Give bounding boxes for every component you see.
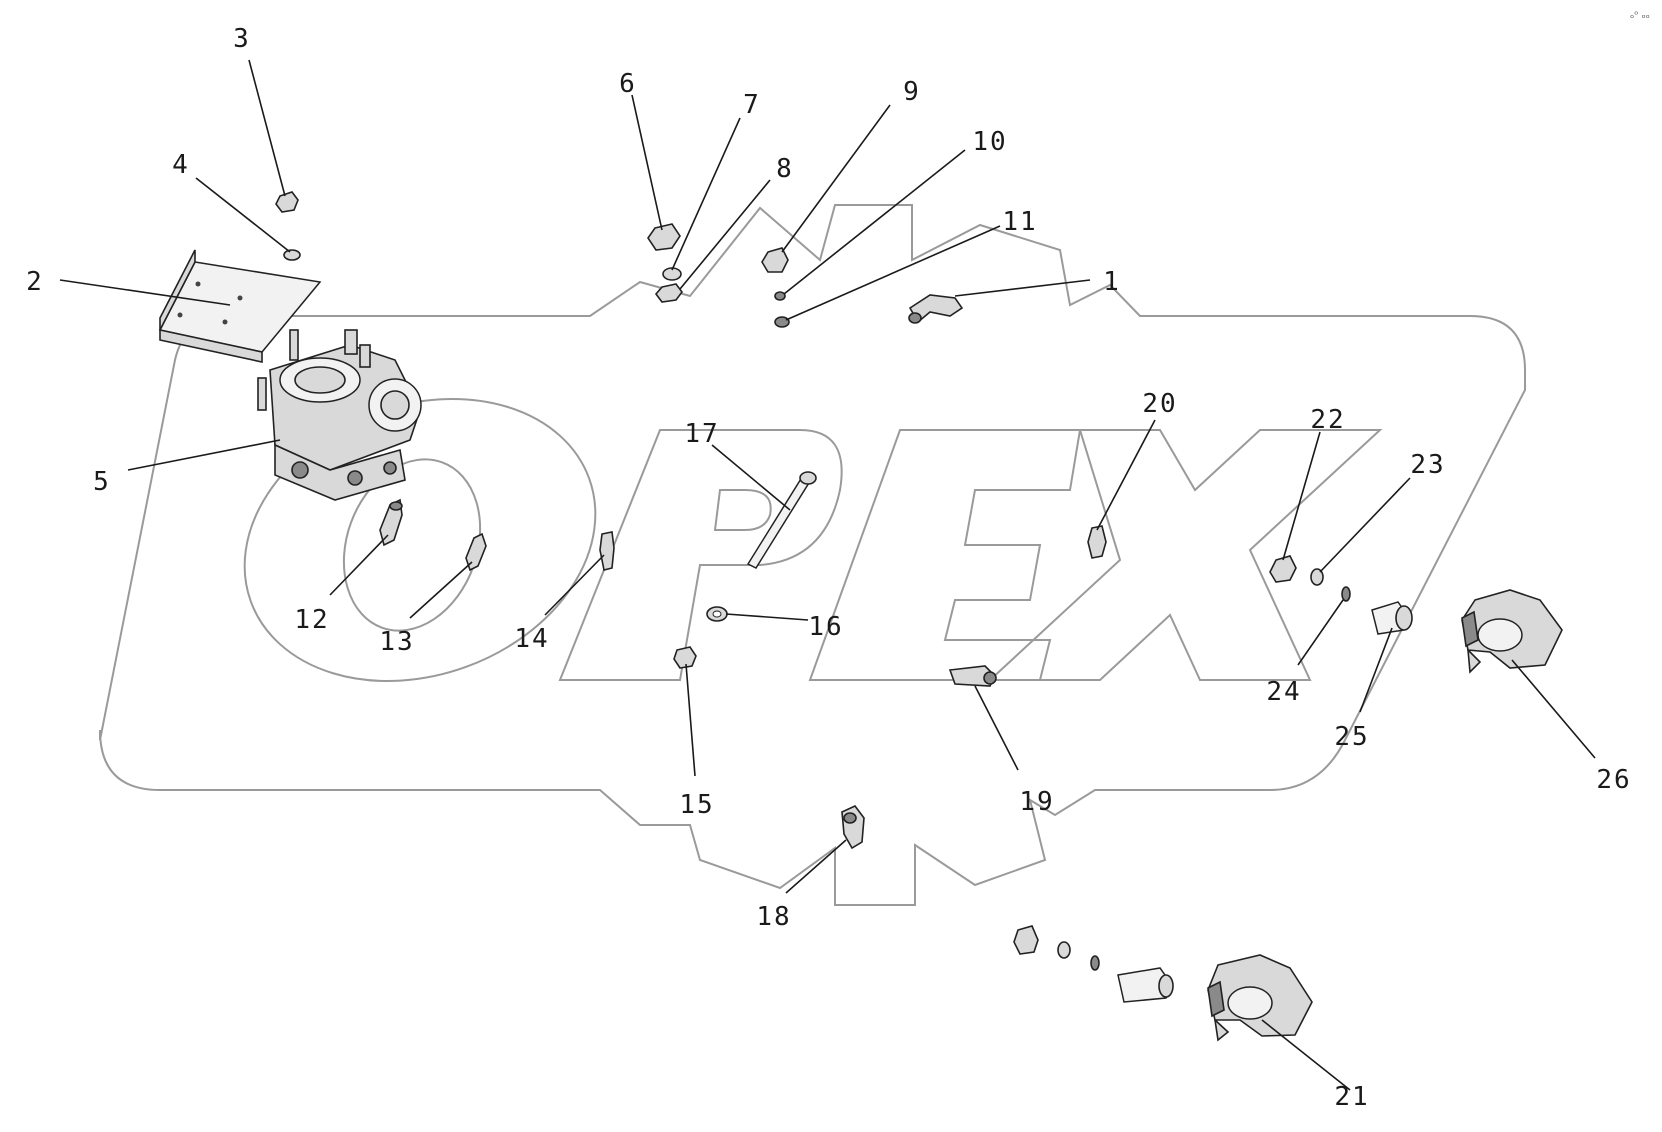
washer-10: [774, 291, 786, 301]
adapter-21d: [1117, 967, 1174, 1003]
callout-26: 26: [1596, 765, 1631, 795]
callout-17: 17: [684, 419, 719, 449]
nut-8: [654, 283, 683, 303]
fitting-12: [379, 498, 403, 547]
callout-22: 22: [1310, 405, 1345, 435]
watermark: [99, 204, 1526, 906]
elbow-fitting-1: [908, 294, 964, 324]
nut-22: [1269, 555, 1297, 583]
callout-15: 15: [679, 790, 714, 820]
callout-1: 1: [1103, 267, 1121, 297]
callout-21: 21: [1334, 1082, 1369, 1112]
mounting-plate: [158, 249, 322, 363]
watermark-badge-outline: [99, 204, 1526, 906]
callout-24: 24: [1266, 677, 1301, 707]
callout-20: 20: [1142, 389, 1177, 419]
watermark-letter-e: [808, 429, 1082, 681]
washer-21b: [1057, 941, 1071, 959]
nut-15: [673, 646, 697, 669]
valve-assembly: [257, 329, 422, 501]
watermark-letter-p: [558, 429, 843, 681]
callout-labels: 1 2 3 4 5 6 7 8 9 10 11 12 13 14 15 16 1…: [26, 24, 1631, 1112]
fitting-19: [948, 665, 997, 687]
leader-lines: [59, 59, 1596, 1091]
callout-11: 11: [1002, 207, 1037, 237]
adapter-25: [1371, 601, 1413, 635]
callout-13: 13: [379, 627, 414, 657]
coupling-head-21: [1207, 954, 1313, 1042]
callout-3: 3: [233, 24, 251, 54]
parts: [158, 191, 1563, 1042]
washer-23: [1310, 568, 1324, 586]
washer-21c: [1090, 955, 1100, 971]
nut-3: [275, 191, 299, 213]
fitting-14: [599, 531, 615, 571]
washer-24: [1341, 586, 1351, 602]
nut-6: [647, 223, 681, 251]
elbow-fitting-18: [841, 805, 865, 850]
callout-19: 19: [1019, 787, 1054, 817]
callout-12: 12: [294, 605, 329, 635]
washer-7: [662, 267, 682, 281]
washer-16: [706, 606, 728, 622]
callout-9: 9: [903, 77, 921, 107]
washer-4: [283, 249, 301, 261]
callout-25: 25: [1334, 722, 1369, 752]
fitting-13: [465, 532, 487, 572]
callout-16: 16: [808, 612, 843, 642]
callout-23: 23: [1410, 450, 1445, 480]
corner-mark: ₒᵒ ₒₒ: [1630, 10, 1650, 21]
callout-5: 5: [93, 467, 111, 497]
coupling-head-26: [1461, 589, 1563, 674]
fitting-20: [1087, 525, 1107, 559]
callout-4: 4: [172, 150, 190, 180]
callout-18: 18: [756, 902, 791, 932]
callout-7: 7: [743, 90, 761, 120]
washer-11: [774, 316, 790, 328]
callout-10: 10: [972, 127, 1007, 157]
bolt-17: [746, 471, 817, 569]
callout-8: 8: [776, 154, 794, 184]
callout-14: 14: [514, 624, 549, 654]
fitting-9: [761, 247, 789, 273]
nut-21a: [1013, 925, 1039, 955]
callout-2: 2: [26, 267, 44, 297]
callout-6: 6: [619, 69, 637, 99]
